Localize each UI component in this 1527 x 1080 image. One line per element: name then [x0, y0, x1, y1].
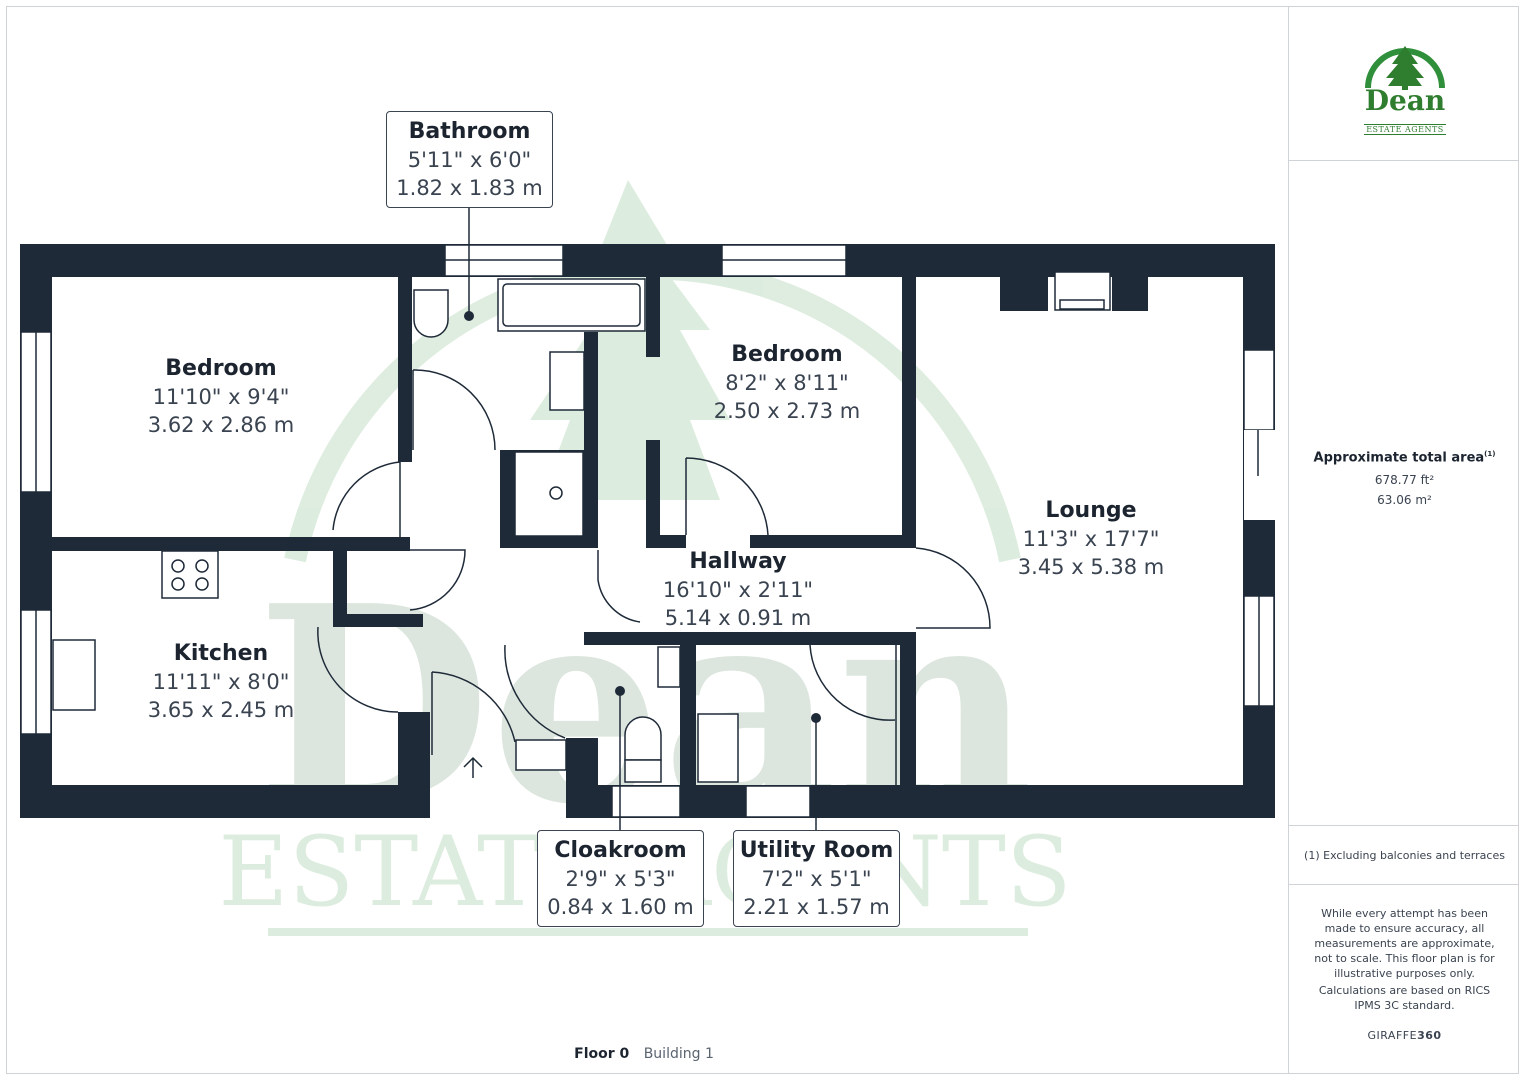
- room-dim-metric: 3.45 x 5.38 m: [1017, 555, 1165, 579]
- room-label-bedroom-1: Bedroom 11'10" x 9'4" 3.62 x 2.86 m: [148, 355, 294, 439]
- calculation-note: Calculations are based on RICS IPMS 3C s…: [1318, 984, 1491, 1012]
- giraffe360-brand: GIRAFFE360: [1290, 1028, 1519, 1043]
- area-imperial: 678.77 ft²: [1374, 473, 1435, 488]
- callout-cloakroom: Cloakroom 2'9" x 5'3" 0.84 x 1.60 m: [537, 830, 704, 927]
- callout-bathroom: Bathroom 5'11" x 6'0" 1.82 x 1.83 m: [386, 111, 553, 208]
- room-dim-imperial: 11'10" x 9'4": [152, 385, 290, 409]
- room-dim-imperial: 5'11" x 6'0": [407, 148, 532, 172]
- room-name: Cloakroom: [554, 838, 687, 863]
- area-title: Approximate total area(1): [1290, 450, 1519, 465]
- doors: [317, 369, 991, 800]
- area-title-text: Approximate total area: [1313, 450, 1485, 466]
- room-dim-metric: 2.21 x 1.57 m: [743, 895, 890, 919]
- building-label: Building 1: [643, 1046, 714, 1062]
- room-name: Hallway: [689, 549, 787, 574]
- room-label-hallway: Hallway 16'10" x 2'11" 5.14 x 0.91 m: [663, 548, 813, 632]
- floor-label: Floor 0: [574, 1046, 630, 1062]
- panel-divider: [1289, 160, 1519, 161]
- room-name: Kitchen: [173, 641, 269, 666]
- brand-prefix: GIRAFFE: [1367, 1029, 1418, 1042]
- area-metric: 63.06 m²: [1377, 493, 1432, 508]
- dean-logo-icon: [1365, 46, 1445, 90]
- room-dim-metric: 1.82 x 1.83 m: [396, 176, 543, 200]
- room-dim-metric: 2.50 x 2.73 m: [713, 399, 861, 423]
- room-name: Lounge: [1045, 498, 1137, 523]
- room-dim-imperial: 11'3" x 17'7": [1022, 527, 1160, 551]
- entrance-arrow-icon: [463, 756, 483, 778]
- callout-utility-room: Utility Room 7'2" x 5'1" 2.21 x 1.57 m: [733, 830, 900, 927]
- floor-footer: Floor 0 Building 1: [0, 1046, 1288, 1062]
- room-dim-metric: 3.62 x 2.86 m: [147, 413, 295, 437]
- excluding-note: (1) Excluding balconies and terraces: [1304, 849, 1505, 862]
- info-panel: [1288, 6, 1519, 1074]
- room-name: Bathroom: [408, 119, 531, 144]
- room-label-kitchen: Kitchen 11'11" x 8'0" 3.65 x 2.45 m: [148, 640, 294, 724]
- floor-plan: Dean ESTATE AGENTS: [20, 180, 1275, 936]
- room-dim-metric: 0.84 x 1.60 m: [547, 895, 694, 919]
- room-dim-imperial: 11'11" x 8'0": [152, 670, 290, 694]
- room-name: Utility Room: [739, 838, 894, 863]
- panel-divider: [1289, 825, 1519, 826]
- watermark-tree-icon: [530, 180, 730, 500]
- callout-leaders: [468, 208, 817, 830]
- room-dim-imperial: 16'10" x 2'11": [662, 578, 814, 602]
- plan-frame: [6, 6, 1519, 1074]
- disclaimer: While every attempt has been made to ens…: [1314, 907, 1495, 980]
- room-dim-metric: 5.14 x 0.91 m: [664, 606, 812, 630]
- room-name: Bedroom: [165, 356, 277, 381]
- room-dim-imperial: 2'9" x 5'3": [565, 867, 676, 891]
- logo-subtitle: ESTATE AGENTS: [1364, 124, 1446, 135]
- windows: [20, 244, 1275, 818]
- room-dim-imperial: 7'2" x 5'1": [761, 867, 872, 891]
- room-dim-imperial: 8'2" x 8'11": [725, 371, 849, 395]
- brand-suffix: 360: [1417, 1029, 1442, 1042]
- room-label-lounge: Lounge 11'3" x 17'7" 3.45 x 5.38 m: [1018, 497, 1164, 581]
- total-area: Approximate total area(1) 678.77 ft² 63.…: [1290, 450, 1519, 507]
- logo-name: Dean: [1364, 84, 1446, 117]
- room-label-bedroom-2: Bedroom 8'2" x 8'11" 2.50 x 2.73 m: [714, 341, 860, 425]
- fixtures: [52, 278, 739, 783]
- area-footnote-mark: (1): [1484, 450, 1496, 458]
- panel-divider: [1289, 884, 1519, 885]
- logo-wordmark: Dean ESTATE AGENTS: [1340, 84, 1470, 136]
- room-name: Bedroom: [731, 342, 843, 367]
- room-dim-metric: 3.65 x 2.45 m: [147, 698, 295, 722]
